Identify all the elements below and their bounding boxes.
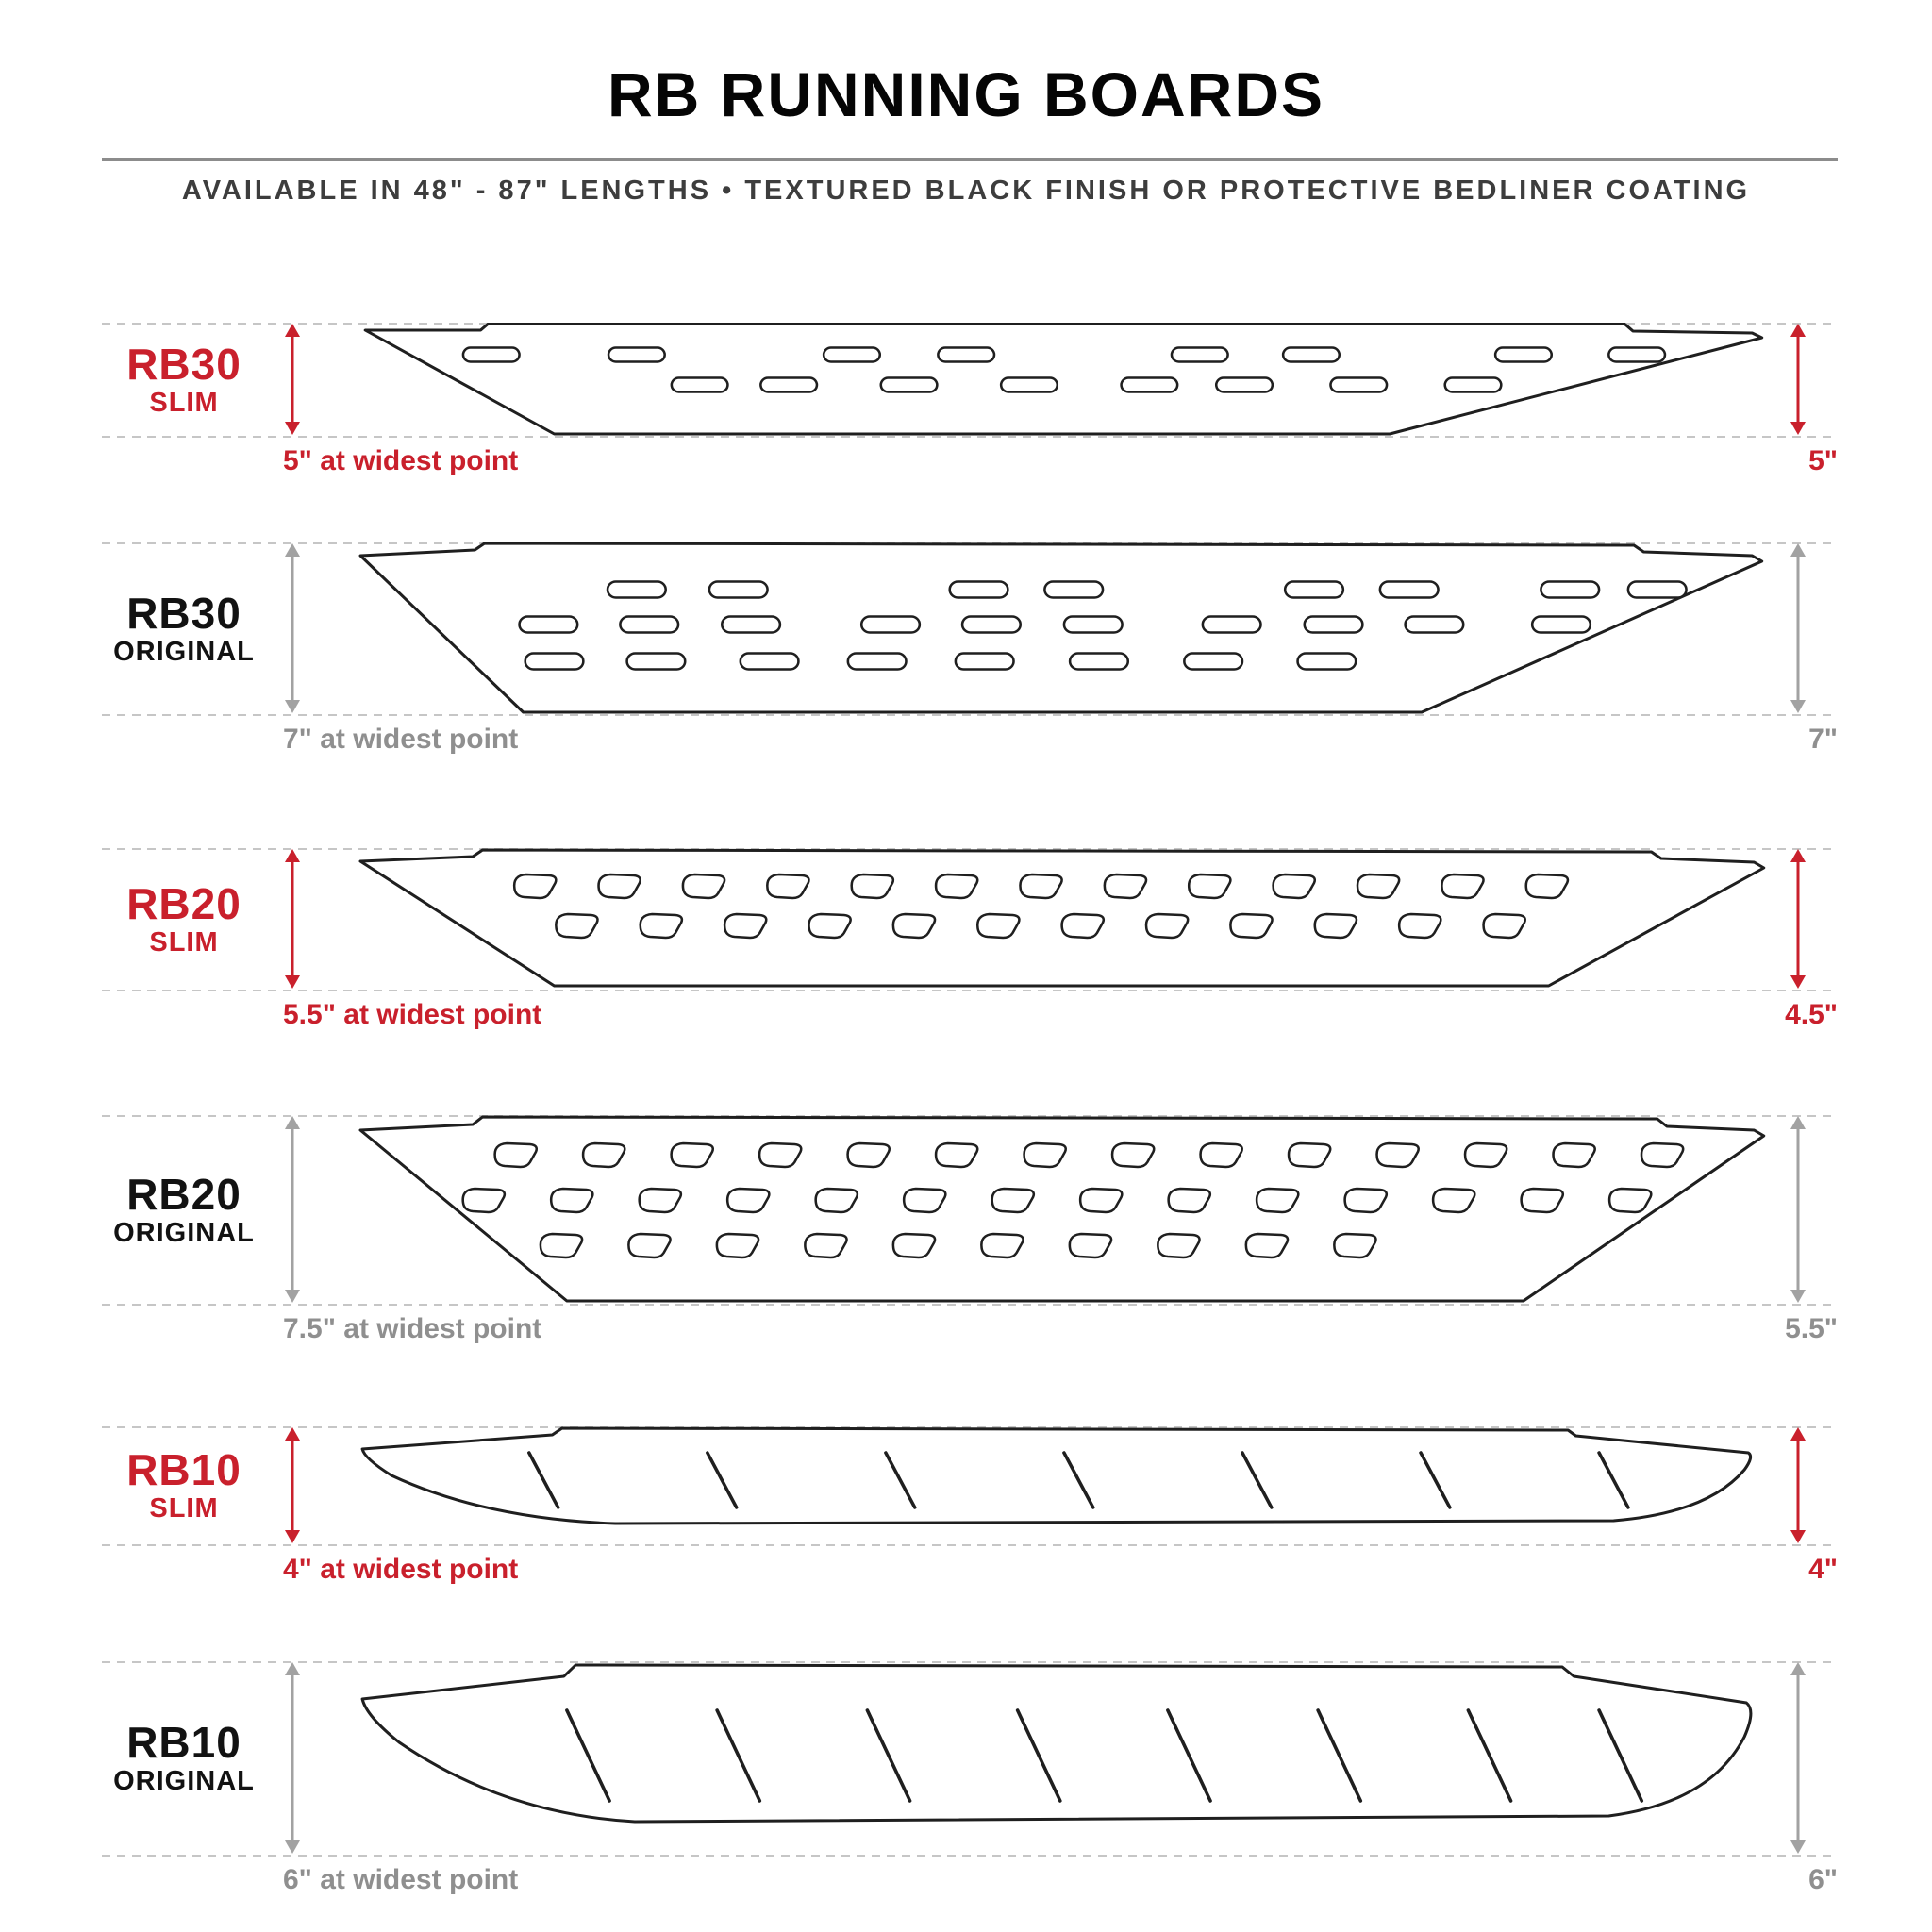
dimension-arrow-left-icon bbox=[280, 323, 305, 436]
height-note: 7" bbox=[1808, 724, 1838, 755]
dashed-line-bottom bbox=[102, 1304, 1838, 1306]
height-note: 4.5" bbox=[1785, 999, 1838, 1030]
board-model: RB10 bbox=[126, 1718, 242, 1767]
dimension-arrow-right-icon bbox=[1786, 323, 1810, 436]
board-label: RB30 SLIM bbox=[80, 323, 288, 436]
dimension-arrow-right-icon bbox=[1786, 848, 1810, 990]
board-drawing-rb20-original bbox=[358, 1115, 1766, 1303]
board-drawing-rb10-original bbox=[360, 1663, 1753, 1824]
width-note: 7" at widest point bbox=[283, 724, 519, 755]
board-model: RB20 bbox=[126, 878, 242, 928]
slot-pattern bbox=[512, 873, 1570, 940]
page-title: RB RUNNING BOARDS bbox=[608, 59, 1324, 129]
board-drawing-rb30-original bbox=[358, 542, 1764, 714]
dimension-arrow-right-icon bbox=[1786, 1661, 1810, 1855]
width-note: 7.5" at widest point bbox=[283, 1313, 542, 1344]
height-note: 5.5" bbox=[1785, 1313, 1838, 1344]
board-drawing-rb30-slim bbox=[363, 323, 1764, 436]
board-drawing-rb20-slim bbox=[358, 848, 1766, 988]
dimension-arrow-right-icon bbox=[1786, 542, 1810, 714]
height-note: 6" bbox=[1808, 1864, 1838, 1895]
board-variant: ORIGINAL bbox=[113, 1217, 255, 1248]
board-variant: ORIGINAL bbox=[113, 636, 255, 667]
board-label: RB20 ORIGINAL bbox=[80, 1115, 288, 1304]
width-note: 4" at widest point bbox=[283, 1554, 519, 1585]
board-label: RB30 ORIGINAL bbox=[80, 542, 288, 714]
board-label: RB10 ORIGINAL bbox=[80, 1661, 288, 1855]
dashed-line-bottom bbox=[102, 714, 1838, 716]
dashed-line-top bbox=[102, 848, 1838, 850]
board-label: RB20 SLIM bbox=[80, 848, 288, 990]
dimension-arrow-left-icon bbox=[280, 848, 305, 990]
dimension-arrow-left-icon bbox=[280, 1661, 305, 1855]
height-note: 5" bbox=[1808, 445, 1838, 476]
board-variant: ORIGINAL bbox=[113, 1766, 255, 1796]
width-note: 5" at widest point bbox=[283, 445, 519, 476]
height-note: 4" bbox=[1808, 1554, 1838, 1585]
dashed-line-top bbox=[102, 1661, 1838, 1663]
board-variant: SLIM bbox=[149, 387, 219, 418]
board-drawing-rb10-slim bbox=[360, 1426, 1753, 1525]
slot-pattern bbox=[527, 1451, 1630, 1509]
board-variant: SLIM bbox=[149, 1493, 219, 1524]
slot-pattern bbox=[461, 346, 1667, 393]
slot-pattern bbox=[461, 1141, 1685, 1259]
dashed-line-bottom bbox=[102, 436, 1838, 438]
dimension-arrow-right-icon bbox=[1786, 1426, 1810, 1544]
dashed-line-top bbox=[102, 1426, 1838, 1428]
slot-pattern bbox=[565, 1708, 1644, 1803]
width-note: 6" at widest point bbox=[283, 1864, 519, 1895]
dashed-line-top bbox=[102, 1115, 1838, 1117]
page-subtitle: AVAILABLE IN 48" - 87" LENGTHS • TEXTURE… bbox=[181, 175, 1751, 206]
dimension-arrow-left-icon bbox=[280, 1115, 305, 1304]
board-model: RB10 bbox=[126, 1445, 242, 1494]
width-note: 5.5" at widest point bbox=[283, 999, 542, 1030]
board-variant: SLIM bbox=[149, 926, 219, 958]
board-model: RB30 bbox=[126, 588, 242, 638]
board-model: RB20 bbox=[126, 1169, 242, 1219]
dashed-line-bottom bbox=[102, 1855, 1838, 1857]
slot-pattern bbox=[518, 580, 1688, 671]
dashed-line-bottom bbox=[102, 990, 1838, 991]
dimension-arrow-left-icon bbox=[280, 542, 305, 714]
dimension-arrow-left-icon bbox=[280, 1426, 305, 1544]
board-model: RB30 bbox=[126, 339, 242, 389]
title-divider bbox=[102, 158, 1838, 161]
dimension-arrow-right-icon bbox=[1786, 1115, 1810, 1304]
dashed-line-bottom bbox=[102, 1544, 1838, 1546]
board-label: RB10 SLIM bbox=[80, 1426, 288, 1544]
